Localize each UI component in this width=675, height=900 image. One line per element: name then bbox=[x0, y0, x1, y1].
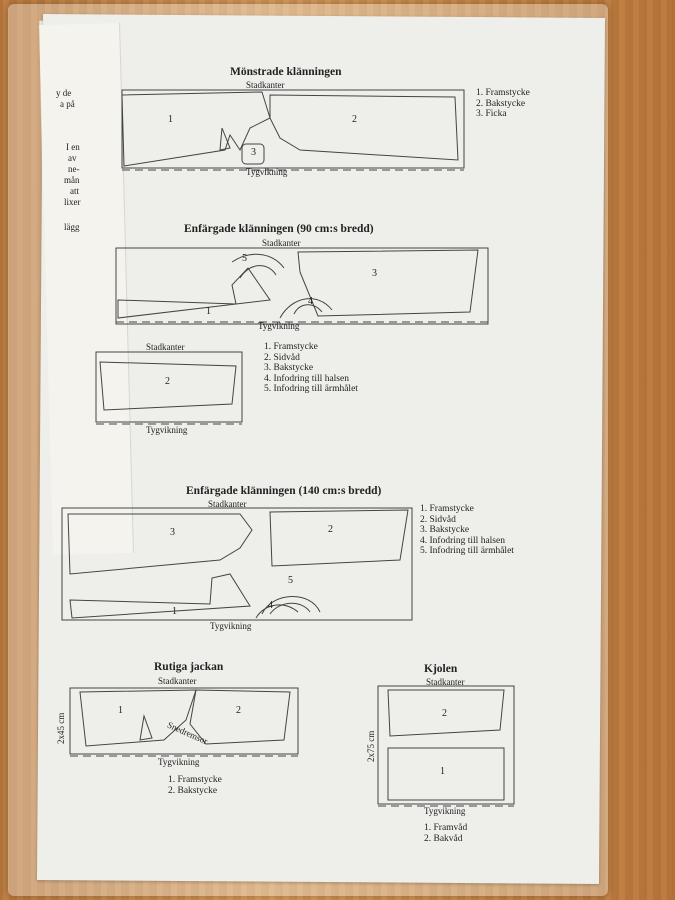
flap-text-8: lixer bbox=[64, 197, 81, 207]
s4-piece-1 bbox=[79, 689, 197, 747]
s1-legend-2: 2. Bakstycke bbox=[476, 98, 526, 109]
s1-fold: Tygvikning bbox=[246, 167, 288, 177]
s2b-selvedge: Stadkanter bbox=[146, 342, 185, 352]
s1-selvedge: Stadkanter bbox=[246, 80, 285, 90]
s1-legend: 1. Framstycke 2. Bakstycke 3. Ficka bbox=[476, 88, 530, 120]
s5-selvedge: Stadkanter bbox=[426, 677, 465, 687]
s1-title: Mönstrade klänningen bbox=[230, 66, 342, 78]
s5-piece-2 bbox=[387, 689, 505, 737]
s5-piece-1 bbox=[387, 747, 505, 801]
s3-legend-4: 4. Infodring till halsen bbox=[420, 535, 505, 546]
s5-legend-2: 2. Bakvåd bbox=[424, 833, 463, 844]
s4-fold: Tygvikning bbox=[158, 757, 200, 767]
s3-num-2: 2 bbox=[328, 524, 333, 535]
flap-text-2: a på bbox=[60, 99, 75, 109]
s2-piece-5 bbox=[231, 253, 285, 279]
s3-fold: Tygvikning bbox=[210, 621, 252, 631]
s2b-num-2: 2 bbox=[165, 376, 170, 387]
s3-selvedge: Stadkanter bbox=[208, 499, 247, 509]
flap-text-3: I en bbox=[66, 142, 80, 152]
s5-legend: 1. Framvåd 2. Bakvåd bbox=[424, 823, 467, 844]
s1-num-2: 2 bbox=[352, 114, 357, 125]
s3-num-3: 3 bbox=[170, 527, 175, 538]
s3-legend-5: 5. Infodring till ärmhålet bbox=[420, 546, 514, 556]
s2-title: Enfärgade klänningen (90 cm:s bredd) bbox=[184, 223, 374, 235]
s3-legend-3: 3. Bakstycke bbox=[420, 525, 470, 535]
s2-legend-1: 1. Framstycke bbox=[264, 342, 318, 352]
s4-title: Rutiga jackan bbox=[154, 661, 224, 673]
s5-fold: Tygvikning bbox=[424, 806, 466, 816]
s4-selvedge: Stadkanter bbox=[158, 676, 197, 686]
s4-side-label: 2x45 cm bbox=[56, 712, 66, 744]
s2-fabric-rect bbox=[115, 247, 489, 325]
s4-legend: 1. Framstycke 2. Bakstycke bbox=[168, 775, 222, 796]
s1-fabric-rect bbox=[121, 89, 465, 169]
flap-text-9: lägg bbox=[64, 222, 80, 232]
s3-legend: 1. Framstycke 2. Sidvåd 3. Bakstycke 4. … bbox=[420, 504, 514, 557]
s2-num-4: 4 bbox=[308, 296, 313, 307]
s4-num-2: 2 bbox=[236, 705, 241, 716]
s4-dart bbox=[139, 714, 153, 741]
s2-piece-4 bbox=[279, 298, 333, 319]
s2-num-5: 5 bbox=[242, 253, 247, 264]
s2-legend-4: 4. Infodring till halsen bbox=[264, 373, 349, 384]
s1-legend-1: 1. Framstycke bbox=[476, 88, 530, 98]
s5-num-2: 2 bbox=[442, 708, 447, 719]
s2-num-1: 1 bbox=[206, 306, 211, 317]
s4-fabric-rect bbox=[69, 687, 299, 755]
s3-piece-4 bbox=[255, 604, 299, 619]
s3-legend-1: 1. Framstycke bbox=[420, 504, 474, 514]
s2-num-3: 3 bbox=[372, 268, 377, 279]
s1-piece-1 bbox=[121, 91, 271, 167]
flap-text-7: att bbox=[70, 186, 79, 196]
s3-num-4: 4 bbox=[268, 600, 273, 611]
s2b-piece-2 bbox=[99, 361, 237, 411]
s1-dart bbox=[219, 127, 231, 151]
s3-piece-2 bbox=[269, 509, 409, 567]
flap-text-4: av bbox=[68, 153, 77, 163]
s1-piece-2 bbox=[269, 94, 459, 161]
s1-num-1: 1 bbox=[168, 114, 173, 125]
s5-num-1: 1 bbox=[440, 766, 445, 777]
s2-legend: 1. Framstycke 2. Sidvåd 3. Bakstycke 4. … bbox=[264, 342, 358, 395]
s4-legend-1: 1. Framstycke bbox=[168, 775, 222, 785]
s4-num-1: 1 bbox=[118, 705, 123, 716]
s2-fold: Tygvikning bbox=[258, 321, 300, 331]
flap-text-1: y de bbox=[56, 88, 72, 98]
s2-piece-1 bbox=[117, 267, 271, 319]
s2-legend-2: 2. Sidvåd bbox=[264, 352, 300, 363]
flap-text-6: mån bbox=[64, 175, 80, 185]
s3-legend-2: 2. Sidvåd bbox=[420, 514, 456, 525]
s3-num-1: 1 bbox=[172, 606, 177, 617]
s1-num-3: 3 bbox=[251, 147, 256, 158]
s2-selvedge: Stadkanter bbox=[262, 238, 301, 248]
s2-piece-3 bbox=[297, 249, 479, 317]
s1-pocket bbox=[241, 143, 265, 165]
s1-legend-3: 3. Ficka bbox=[476, 109, 507, 119]
s3-piece-1 bbox=[69, 573, 251, 619]
s3-title: Enfärgade klänningen (140 cm:s bredd) bbox=[186, 485, 382, 497]
s3-piece-3 bbox=[67, 513, 253, 575]
s4-piece-2 bbox=[189, 689, 291, 745]
s5-side-label: 2x75 cm bbox=[366, 730, 376, 762]
s5-legend-1: 1. Framvåd bbox=[424, 823, 468, 833]
s2-legend-5: 5. Infodring till ärmhålet bbox=[264, 384, 358, 394]
s2b-fold: Tygvikning bbox=[146, 425, 188, 435]
s2-legend-3: 3. Bakstycke bbox=[264, 363, 314, 373]
s4-legend-2: 2. Bakstycke bbox=[168, 785, 218, 796]
s3-fabric-rect bbox=[61, 507, 413, 621]
s5-fabric-rect bbox=[377, 685, 515, 805]
s5-title: Kjolen bbox=[424, 663, 458, 675]
s2b-fabric-rect bbox=[95, 351, 243, 423]
flap-text-5: ne- bbox=[68, 164, 80, 174]
s3-num-5: 5 bbox=[288, 575, 293, 586]
